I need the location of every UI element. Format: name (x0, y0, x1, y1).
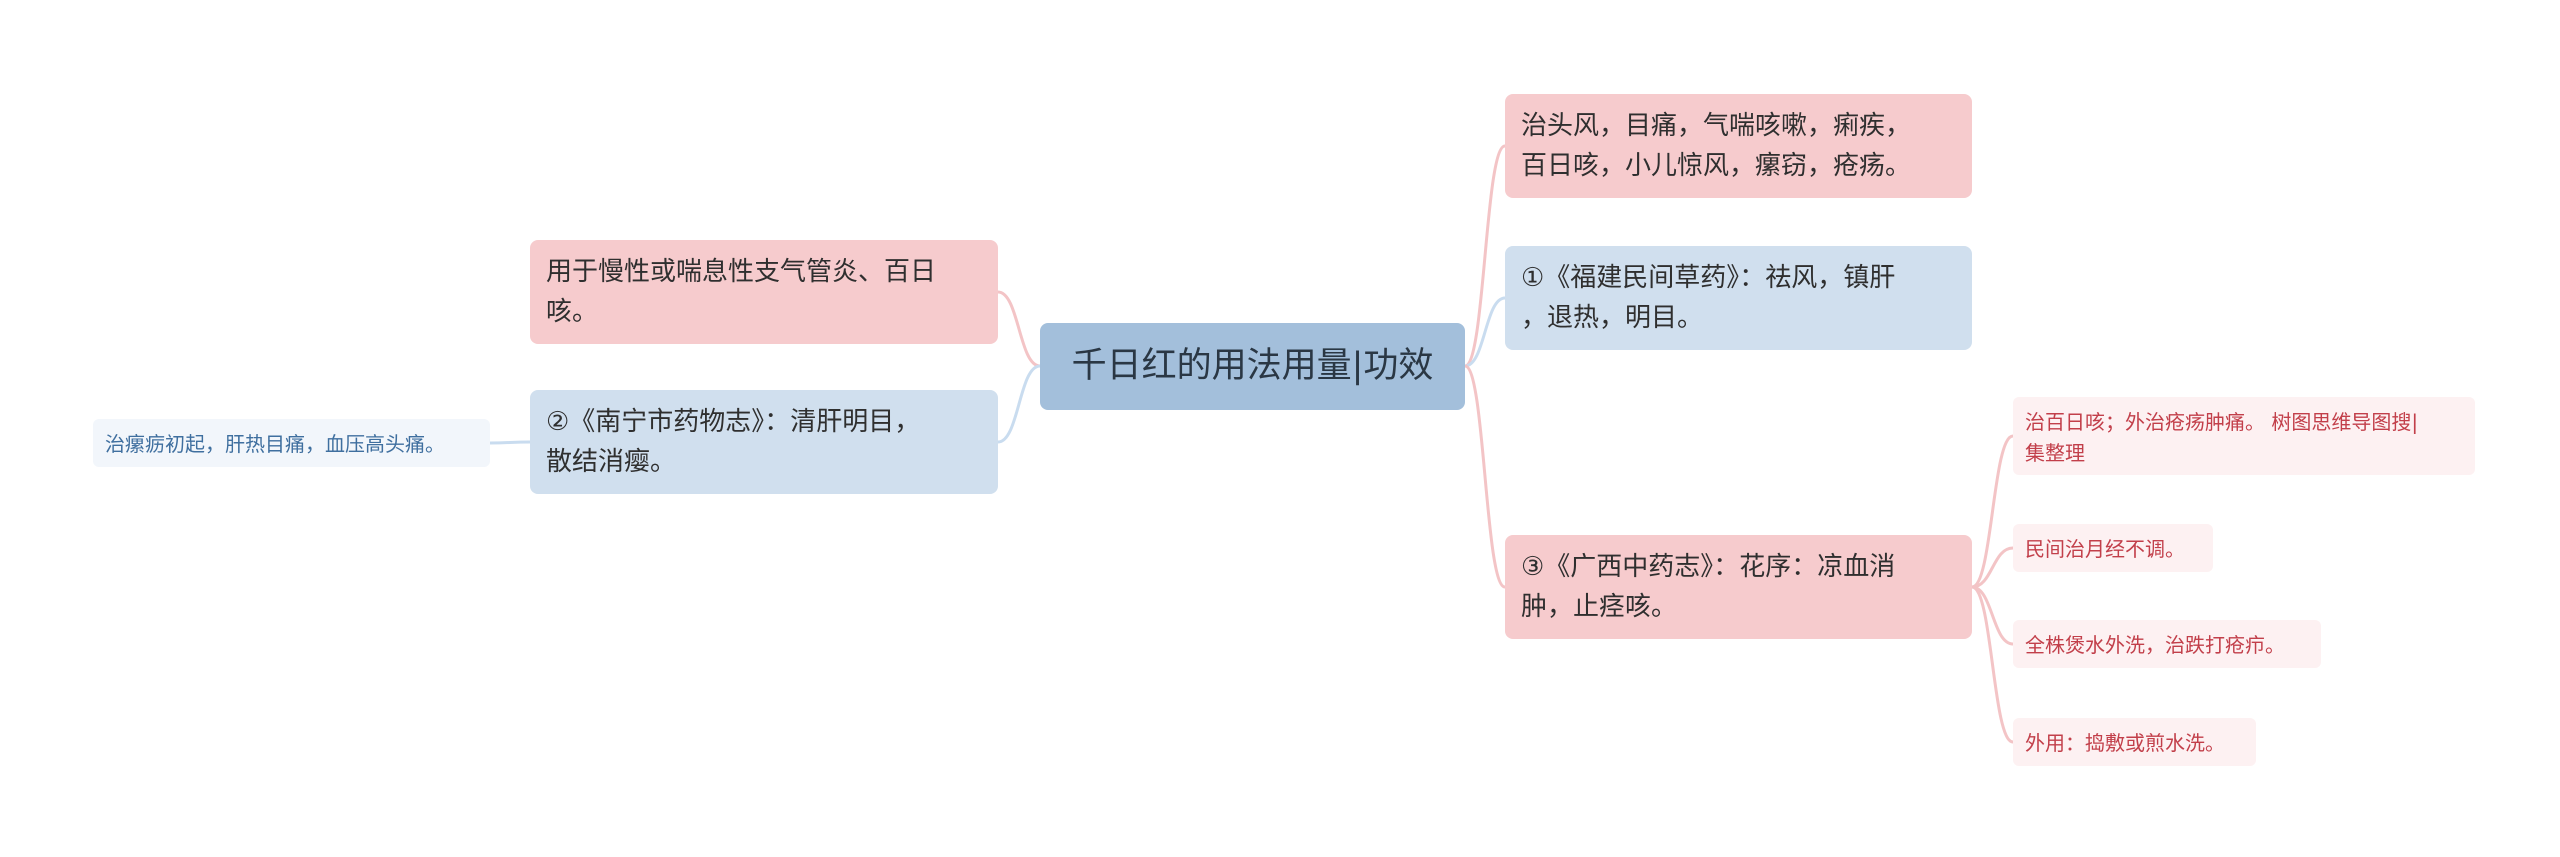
subtopic-external-use[interactable]: 外用：捣敷或煎水洗。 (2013, 718, 2256, 766)
link-root-left-1 (997, 290, 1041, 368)
link-root-left-2 (997, 364, 1041, 444)
link-right3-leaf-1 (1971, 434, 2014, 589)
topic-fujian-folk-herbal[interactable]: ①《福建民间草药》：祛风，镇肝 ，退热，明目。 (1505, 246, 1972, 350)
topic-indications[interactable]: 治头风，目痛，气喘咳嗽，痢疾， 百日咳，小儿惊风，瘰窃，疮疡。 (1505, 94, 1972, 198)
subtopic-menstrual[interactable]: 民间治月经不调。 (2013, 524, 2213, 572)
link-root-right-2 (1464, 296, 1506, 368)
link-right3-leaf-2 (1971, 546, 2014, 589)
link-right3-leaf-3 (1971, 585, 2014, 646)
topic-nanning-herbal-record[interactable]: ②《南宁市药物志》：清肝明目， 散结消瘿。 (530, 390, 998, 494)
subtopic-external-wash[interactable]: 全株煲水外洗，治跌打疮疖。 (2013, 620, 2321, 668)
root-topic[interactable]: 千日红的用法用量|功效 (1040, 323, 1465, 410)
link-left2-leaf (489, 440, 531, 445)
subtopic-scrofula-treatment[interactable]: 治瘰疬初起，肝热目痛，血压高头痛。 (93, 419, 490, 467)
topic-bronchitis-usage[interactable]: 用于慢性或喘息性支气管炎、百日 咳。 (530, 240, 998, 344)
link-root-right-1 (1464, 144, 1506, 368)
link-right3-leaf-4 (1971, 585, 2014, 744)
subtopic-whooping-cough[interactable]: 治百日咳；外治疮疡肿痛。 树图思维导图搜| 集整理 (2013, 397, 2475, 475)
link-root-right-3 (1464, 364, 1506, 589)
topic-guangxi-herbal-record[interactable]: ③《广西中药志》：花序：凉血消 肿，止痉咳。 (1505, 535, 1972, 639)
